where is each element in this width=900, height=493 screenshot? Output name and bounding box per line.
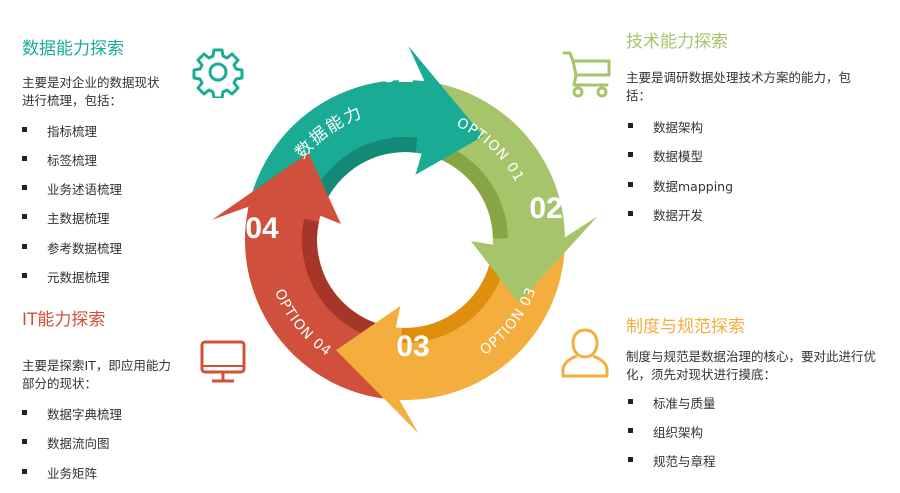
list-item-label: 元数据梳理	[47, 270, 110, 285]
step-number: 03	[396, 330, 429, 363]
list-item-label: 数据模型	[653, 149, 704, 165]
arrowhead	[408, 46, 484, 175]
list-item-label: 数据流向图	[47, 436, 110, 451]
section-title: 制度与规范探索	[626, 317, 745, 337]
monitor-icon	[200, 340, 246, 383]
section-desc-line: 主要是探索IT，即应用能力	[22, 358, 171, 373]
list-item-label: 标准与质量	[653, 396, 716, 411]
section-desc-line: 括：	[626, 88, 652, 103]
arrowhead	[212, 153, 341, 225]
bullet-icon	[628, 210, 633, 216]
list-item-label: 参考数据梳理	[47, 241, 123, 256]
list-item-label: 业务矩阵	[47, 466, 98, 481]
list-item-label: 主数据梳理	[47, 211, 110, 226]
user-icon	[561, 328, 609, 378]
arrowhead	[470, 216, 598, 304]
section-desc-line: 进行梳理，包括：	[22, 93, 123, 108]
bullet-icon	[22, 439, 27, 444]
list-item-label: 数据开发	[653, 207, 704, 223]
list-item-label: 指标梳理	[47, 124, 98, 139]
section-title: IT能力探索	[22, 310, 106, 330]
section-title: 数据能力探索	[22, 39, 124, 59]
arrowhead	[336, 305, 419, 434]
bullet-icon	[22, 185, 27, 190]
step-number: 04	[245, 212, 279, 245]
bullet-icon	[628, 181, 633, 187]
step-number: 01	[380, 56, 413, 89]
section-title: 技术能力探索	[626, 32, 728, 52]
section-desc-line: 制度与规范是数据治理的核心，要对此进行优	[626, 349, 877, 364]
bullet-icon	[22, 410, 27, 415]
bullet-icon	[628, 399, 633, 404]
bullet-icon	[22, 156, 27, 161]
list-item-label: 数据字典梳理	[47, 407, 123, 422]
section-desc-line: 部分的现状：	[22, 376, 98, 391]
bullet-icon	[628, 152, 633, 158]
step-number: 02	[529, 192, 562, 225]
bullet-icon	[628, 457, 633, 462]
bullet-icon	[22, 214, 27, 219]
list-item-label: 组织架构	[653, 425, 704, 440]
list-item-label: 标签梳理	[47, 153, 98, 168]
bullet-icon	[22, 127, 27, 132]
section-desc-line: 主要是对企业的数据现状	[22, 75, 160, 90]
bullet-icon	[628, 428, 633, 433]
gear-icon	[192, 48, 244, 98]
bullet-icon	[22, 244, 27, 249]
bullet-icon	[22, 273, 27, 278]
segment-heads	[212, 46, 598, 434]
bullet-icon	[628, 123, 633, 128]
list-item-label: 数据mapping	[653, 178, 734, 194]
list-item-label: 业务述语梳理	[47, 182, 123, 197]
list-item-label: 规范与章程	[653, 454, 716, 469]
cart-icon	[562, 51, 611, 98]
section-desc-line: 化，须先对现状进行摸底：	[626, 367, 777, 382]
section-desc-line: 主要是调研数据处理技术方案的能力，包	[626, 70, 852, 85]
list-item-label: 数据架构	[653, 120, 704, 135]
bullet-icon	[22, 469, 27, 474]
